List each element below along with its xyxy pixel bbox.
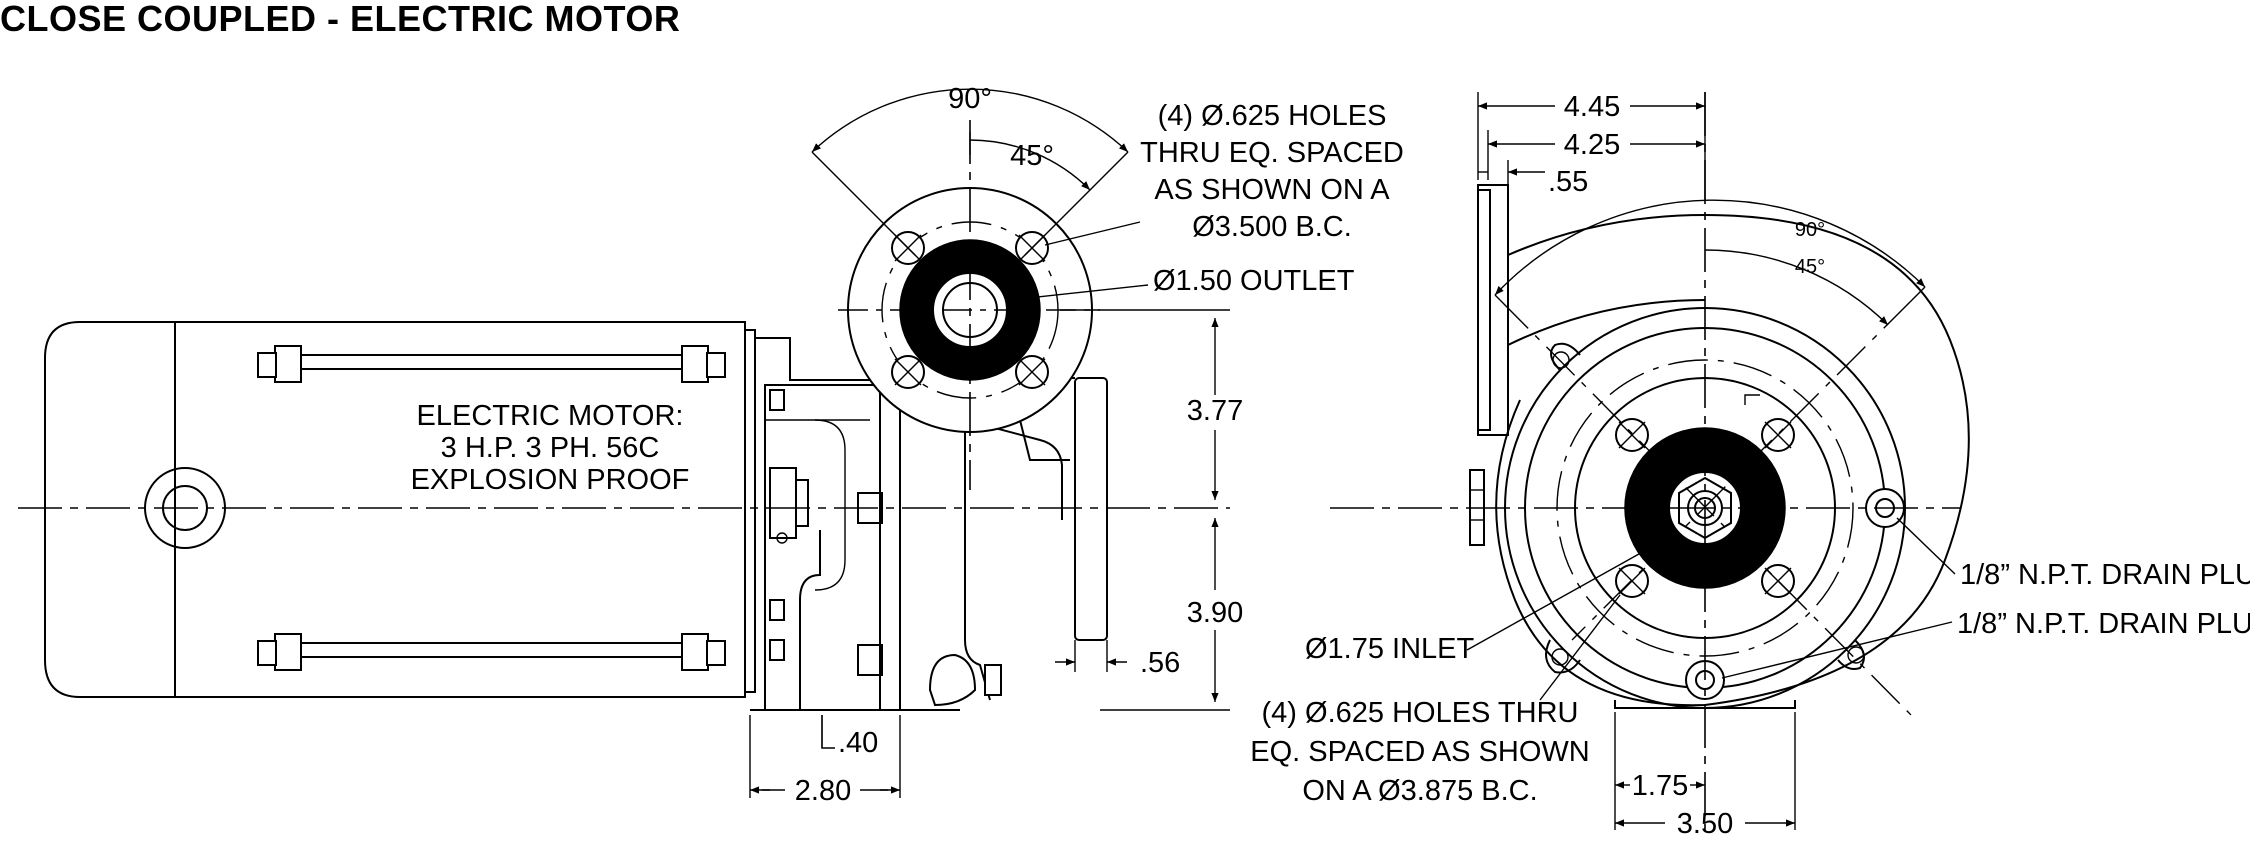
- front-bottom-dims: 1.75 3.50: [1614, 712, 1796, 840]
- side-angle-dims: 90° 45°: [811, 83, 1129, 256]
- side-holes-line2: THRU EQ. SPACED: [1140, 137, 1404, 169]
- side-vertical-dims: 3.77 3.90 .56: [1055, 309, 1243, 711]
- outlet-label: Ø1.50 OUTLET: [1153, 265, 1355, 297]
- outlet-flange-face: [838, 120, 1100, 490]
- tie-rod-bottom: [257, 633, 726, 671]
- pump-adapter: [750, 337, 901, 711]
- front-holes-line2: EQ. SPACED AS SHOWN: [1250, 736, 1589, 768]
- motor-label-line2: 3 H.P. 3 PH. 56C: [441, 432, 660, 464]
- motor-label-line1: ELECTRIC MOTOR:: [417, 400, 684, 432]
- side-angle-90: 90°: [948, 83, 992, 115]
- front-holes-line1: (4) Ø.625 HOLES THRU: [1262, 697, 1579, 729]
- dim-2-80: 2.80: [795, 775, 851, 807]
- front-angle-dims: 90° 45°: [1494, 199, 1926, 326]
- motor-label-line3: EXPLOSION PROOF: [411, 464, 690, 496]
- front-holes-line3: ON A Ø3.875 B.C.: [1302, 775, 1537, 807]
- dim-3-50: 3.50: [1677, 808, 1733, 840]
- drain-plug-label-1: 1/8” N.P.T. DRAIN PLUG: [1960, 559, 2250, 591]
- dim-4-25: 4.25: [1564, 129, 1620, 161]
- front-hole-note: (4) Ø.625 HOLES THRU EQ. SPACED AS SHOWN…: [1250, 594, 1621, 807]
- side-hole-note: (4) Ø.625 HOLES THRU EQ. SPACED AS SHOWN…: [1044, 100, 1404, 246]
- front-top-dims: 4.45 4.25 .55: [1477, 91, 1706, 200]
- dim-1-75: 1.75: [1632, 770, 1688, 802]
- side-angle-45: 45°: [1010, 140, 1054, 172]
- dim-0-55: .55: [1548, 166, 1588, 198]
- electric-motor: ELECTRIC MOTOR: 3 H.P. 3 PH. 56C EXPLOSI…: [44, 321, 756, 698]
- pump-casing-side: [899, 377, 1108, 711]
- dim-0-40: .40: [838, 727, 878, 759]
- page-title: CLOSE COUPLED - ELECTRIC MOTOR: [0, 0, 681, 39]
- side-holes-line3: AS SHOWN ON A: [1154, 174, 1390, 206]
- tie-rod-top: [257, 345, 726, 383]
- side-holes-line1: (4) Ø.625 HOLES: [1158, 100, 1387, 132]
- front-view-pump: [1330, 92, 1970, 830]
- dim-4-45: 4.45: [1564, 91, 1620, 123]
- inlet-label: Ø1.75 INLET: [1305, 633, 1475, 665]
- front-angle-45: 45°: [1795, 256, 1825, 278]
- dim-3-90: 3.90: [1187, 597, 1243, 629]
- dim-3-77: 3.77: [1187, 395, 1243, 427]
- dim-0-56: .56: [1140, 647, 1180, 679]
- side-holes-line4: Ø3.500 B.C.: [1192, 211, 1352, 243]
- side-bottom-dims: .40 2.80: [749, 715, 901, 807]
- front-angle-90: 90°: [1795, 219, 1825, 241]
- drain-plug-label-2: 1/8” N.P.T. DRAIN PLUG: [1957, 608, 2250, 640]
